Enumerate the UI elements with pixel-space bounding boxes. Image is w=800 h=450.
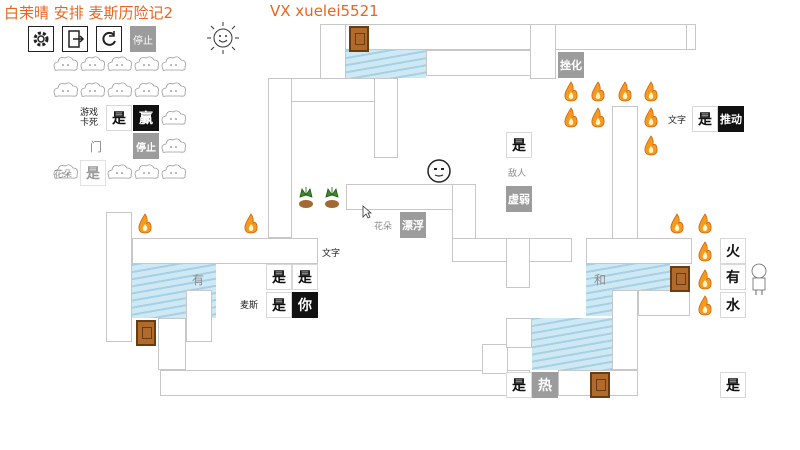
- door-sprite: [349, 26, 369, 52]
- rule-is-tile-faint: 是: [80, 160, 106, 186]
- tile-is: 是: [266, 292, 292, 318]
- credit-text: 白茉晴 安排 麦斯历险记2: [4, 4, 174, 22]
- tile-push: 推动: [718, 106, 744, 132]
- rule-word-game-stuck: 游戏 卡死: [80, 108, 99, 128]
- wall-segment: [158, 318, 186, 370]
- tile-weak: 虚弱: [506, 186, 532, 212]
- tile-float: 漂浮: [400, 212, 426, 238]
- rule-word-door: 门: [90, 140, 103, 154]
- wall-segment: [506, 238, 530, 288]
- wall-segment: [482, 344, 508, 374]
- water-pool: [532, 318, 612, 370]
- player-face-icon: [427, 159, 451, 183]
- contact-text: VX xuelei5521: [270, 2, 379, 20]
- door-sprite: [136, 320, 156, 346]
- rule-word-flower: 花朵: [54, 170, 73, 180]
- wall-segment: [106, 212, 132, 342]
- exit-door-icon[interactable]: [62, 26, 88, 52]
- tile-you: 你: [292, 292, 318, 318]
- tile-is: 是: [506, 372, 532, 398]
- wall-segment: [530, 24, 556, 79]
- fire-cluster: [564, 81, 658, 156]
- tile-word-enemy: 敌人: [508, 169, 527, 179]
- fire-cluster: [670, 213, 712, 316]
- wall-segment: [506, 318, 532, 348]
- wall-segment: [320, 24, 692, 50]
- wall-segment: [268, 78, 292, 238]
- rule-win-tile: 赢: [133, 105, 159, 131]
- tile-word-text: 文字: [322, 249, 341, 259]
- water-pool: [346, 50, 426, 78]
- tile-defeat: 挫化: [558, 52, 584, 78]
- rule-stop-tile: 停止: [133, 133, 159, 159]
- restart-icon[interactable]: [96, 26, 122, 52]
- tile-word-have: 有: [192, 273, 205, 287]
- tile-word-have: 有: [720, 264, 746, 290]
- wall-segment: [638, 290, 690, 316]
- tile-word-flower: 花朵: [374, 222, 393, 232]
- door-sprite: [670, 266, 690, 292]
- tile-is: 是: [720, 372, 746, 398]
- wall-segment: [586, 238, 692, 264]
- stop-button[interactable]: 停止: [130, 26, 156, 52]
- wall-segment: [160, 370, 530, 396]
- tile-word-fire: 火: [720, 238, 746, 264]
- mouse-cursor-icon: [362, 205, 372, 219]
- flower-sprites: [299, 187, 339, 208]
- tile-hot: 热: [532, 372, 558, 398]
- wall-segment: [374, 78, 398, 158]
- tile-is: 是: [692, 106, 718, 132]
- tile-word-max: 麦斯: [240, 301, 259, 311]
- tile-is: 是: [266, 264, 292, 290]
- character-sprite: [751, 263, 767, 295]
- wall-segment: [186, 290, 212, 342]
- fire-sprite: [244, 213, 258, 234]
- door-sprite: [590, 372, 610, 398]
- wall-segment: [132, 238, 318, 264]
- smiling-sun-icon: [207, 22, 239, 54]
- wall-segment: [686, 24, 696, 50]
- toolbar: 停止: [28, 26, 156, 52]
- tile-word-text: 文字: [668, 116, 687, 126]
- tile-is: 是: [506, 132, 532, 158]
- rule-is-tile: 是: [106, 105, 132, 131]
- wall-segment: [612, 106, 638, 240]
- fire-sprite: [138, 213, 152, 234]
- tile-word-water: 水: [720, 292, 746, 318]
- wall-segment: [612, 290, 638, 370]
- tile-word-and: 和: [594, 273, 607, 287]
- tile-is: 是: [292, 264, 318, 290]
- gear-icon[interactable]: [28, 26, 54, 52]
